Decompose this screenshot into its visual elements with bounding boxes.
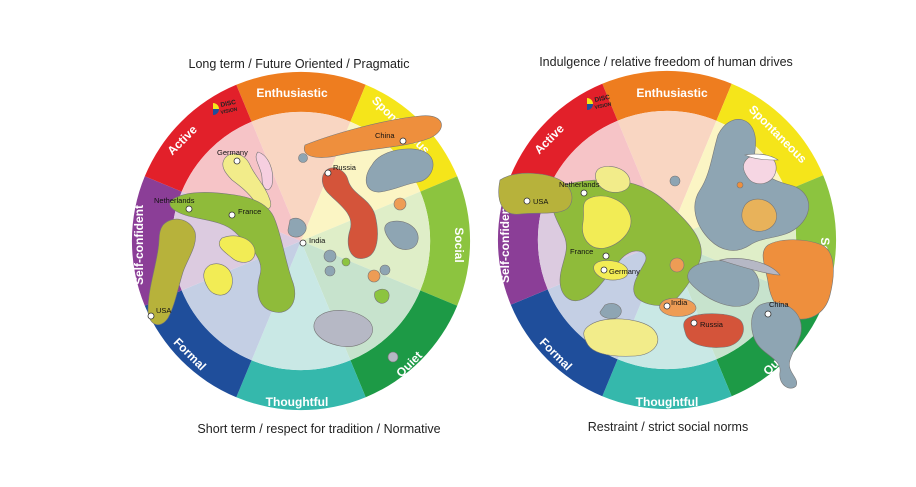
logo-line2: VISION bbox=[594, 101, 612, 110]
segment-social bbox=[420, 176, 471, 306]
segment-active bbox=[144, 84, 252, 192]
left-bottom-caption: Short term / respect for tradition / Nor… bbox=[197, 422, 441, 436]
left-country-russia: Russia bbox=[333, 163, 357, 172]
right-country-russia: Russia bbox=[700, 320, 724, 329]
right-country-germany: Germany bbox=[609, 267, 640, 276]
right-label-self-confident: Self-confident bbox=[498, 203, 512, 283]
left-country-usa: USA bbox=[156, 306, 171, 315]
right-label-thoughtful: Thoughtful bbox=[636, 395, 699, 409]
segment-thoughtful bbox=[236, 360, 366, 411]
segment-spontaneous bbox=[716, 83, 824, 191]
left-country-markers: China Germany Russia Netherlands France … bbox=[147, 131, 407, 320]
disc-vision-logo-left: DISC VISION bbox=[207, 99, 238, 116]
left-top-caption: Long term / Future Oriented / Pragmatic bbox=[188, 57, 410, 71]
left-country-france: France bbox=[238, 207, 261, 216]
left-country-china: China bbox=[375, 131, 395, 140]
segment-active bbox=[510, 83, 618, 191]
left-label-thoughtful: Thoughtful bbox=[266, 395, 329, 409]
right-top-caption: Indulgence / relative freedom of human d… bbox=[539, 55, 793, 69]
left-culture-shapes bbox=[147, 115, 442, 363]
left-label-self-confident: Self-confident bbox=[132, 205, 146, 285]
left-label-social: Social bbox=[452, 227, 466, 262]
left-country-india: India bbox=[309, 236, 326, 245]
right-country-usa: USA bbox=[533, 197, 548, 206]
right-culture-shapes bbox=[498, 119, 834, 389]
segment-enthusiastic bbox=[602, 70, 732, 121]
logo-line1: DISC bbox=[220, 99, 237, 109]
segment-quiet bbox=[350, 290, 458, 398]
right-country-markers: Netherlands USA France Germany India Rus… bbox=[523, 180, 789, 329]
segment-enthusiastic bbox=[236, 71, 366, 122]
segment-thoughtful bbox=[602, 359, 732, 410]
right-country-france: France bbox=[570, 247, 593, 256]
logo-line1: DISC bbox=[594, 94, 611, 104]
right-country-netherlands: Netherlands bbox=[559, 180, 600, 189]
segment-formal bbox=[510, 289, 618, 397]
left-country-germany: Germany bbox=[217, 148, 248, 157]
right-country-china: China bbox=[769, 300, 789, 309]
right-label-enthusiastic: Enthusiastic bbox=[636, 86, 708, 100]
disc-vision-logo-right: DISC VISION bbox=[581, 94, 612, 111]
left-label-enthusiastic: Enthusiastic bbox=[256, 86, 328, 100]
segment-formal bbox=[144, 290, 252, 398]
right-bottom-caption: Restraint / strict social norms bbox=[587, 420, 749, 434]
logo-line2: VISION bbox=[220, 106, 238, 115]
right-country-india: India bbox=[671, 298, 688, 307]
left-country-netherlands: Netherlands bbox=[154, 196, 195, 205]
